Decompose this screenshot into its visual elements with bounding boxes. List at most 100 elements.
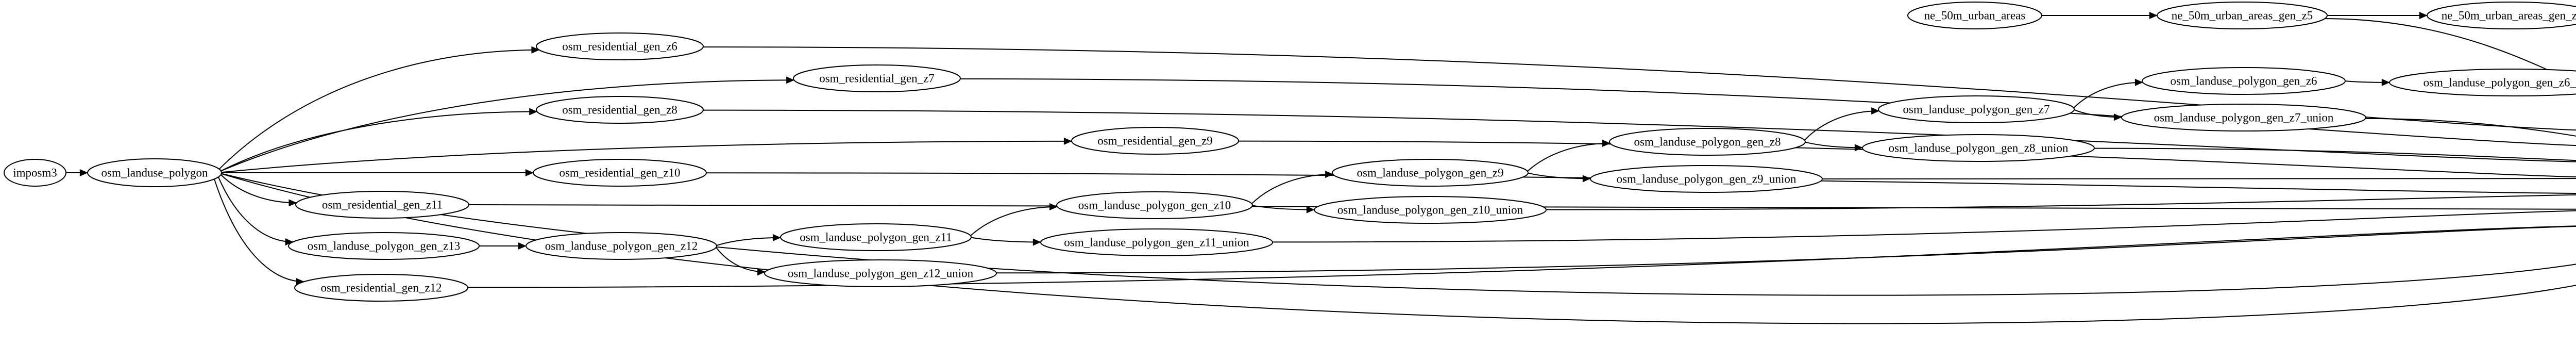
- node-osm_landuse_polygon_gen_z7: osm_landuse_polygon_gen_z7: [1878, 95, 2075, 123]
- node-label-ne_50m_urban_areas_gen_z4: ne_50m_urban_areas_gen_z4: [2442, 9, 2576, 22]
- edge-osm_landuse_polygon--layer_landuse-z13: [221, 173, 2576, 296]
- node-osm_landuse_polygon_gen_z11_union: osm_landuse_polygon_gen_z11_union: [1040, 228, 1273, 256]
- node-osm_residential_gen_z12: osm_residential_gen_z12: [294, 274, 468, 302]
- edge-osm_landuse_polygon_gen_z7--osm_landuse_polygon_gen_z6: [2073, 78, 2143, 108]
- node-label-imposm3: imposm3: [13, 167, 57, 179]
- node-osm_residential_gen_z11: osm_residential_gen_z11: [295, 191, 469, 219]
- node-ellipse-osm_residential_gen_z12: [294, 274, 468, 302]
- edge-osm_residential_gen_z12--layer_landuse-z12: [467, 225, 2576, 288]
- node-ellipse-osm_landuse_polygon_gen_z10_union: [1314, 196, 1547, 224]
- edge-osm_landuse_polygon_gen_z9_union--layer_landuse-z9: [1822, 178, 2576, 179]
- node-ellipse-osm_landuse_polygon_gen_z7: [1878, 95, 2075, 123]
- node-osm_landuse_polygon_gen_z13: osm_landuse_polygon_gen_z13: [288, 232, 480, 260]
- node-ellipse-imposm3: [4, 159, 66, 187]
- node-label-osm_landuse_polygon_gen_z7_union: osm_landuse_polygon_gen_z7_union: [2154, 111, 2334, 124]
- edge-osm_landuse_polygon_gen_z8--osm_landuse_polygon_gen_z7: [1804, 107, 1880, 141]
- node-label-osm_landuse_polygon_gen_z7: osm_landuse_polygon_gen_z7: [1903, 103, 2050, 116]
- node-ellipse-ne_50m_urban_areas_gen_z5: [2157, 2, 2328, 29]
- node-label-osm_landuse_polygon_gen_z9_union: osm_landuse_polygon_gen_z9_union: [1617, 173, 1797, 186]
- node-osm_residential_gen_z10: osm_residential_gen_z10: [533, 159, 707, 187]
- node-ellipse-osm_residential_gen_z10: [533, 159, 707, 187]
- edge-osm_residential_gen_z9--layer_landuse-z9: [1238, 140, 2576, 178]
- node-ne_50m_urban_areas_gen_z4: ne_50m_urban_areas_gen_z4: [2427, 2, 2576, 29]
- edge-osm_landuse_polygon--osm_residential_gen_z8: [221, 108, 538, 172]
- node-osm_landuse_polygon_gen_z8: osm_landuse_polygon_gen_z8: [1609, 128, 1806, 156]
- edge-osm_landuse_polygon--osm_residential_gen_z11: [221, 174, 297, 207]
- node-osm_residential_gen_z6: osm_residential_gen_z6: [536, 32, 704, 60]
- node-ellipse-osm_residential_gen_z11: [295, 191, 469, 219]
- node-osm_landuse_polygon_gen_z11: osm_landuse_polygon_gen_z11: [780, 223, 972, 251]
- edge-osm_landuse_polygon_gen_z9--osm_landuse_polygon_gen_z8: [1527, 139, 1611, 172]
- node-imposm3: imposm3: [4, 159, 66, 187]
- edge-osm_landuse_polygon--osm_residential_gen_z6: [218, 46, 540, 170]
- edge-osm_landuse_polygon_gen_z10_union--layer_landuse-z10: [1546, 194, 2576, 210]
- node-ellipse-osm_landuse_polygon_gen_z8_union: [1862, 134, 2095, 162]
- edge-osm_landuse_polygon_gen_z12--osm_landuse_polygon_gen_z11: [716, 234, 781, 246]
- node-ellipse-ne_50m_urban_areas: [1907, 2, 2042, 29]
- node-ellipse-osm_landuse_polygon_gen_z12: [526, 232, 717, 260]
- node-label-osm_landuse_polygon_gen_z13: osm_landuse_polygon_gen_z13: [308, 240, 460, 253]
- node-osm_landuse_polygon_gen_z9_union: osm_landuse_polygon_gen_z9_union: [1590, 165, 1823, 193]
- node-label-osm_residential_gen_z7: osm_residential_gen_z7: [819, 72, 935, 85]
- edge-osm_landuse_polygon--osm_landuse_polygon_gen_z13: [217, 176, 294, 246]
- node-ellipse-osm_landuse_polygon_gen_z9_union: [1590, 165, 1823, 193]
- edge-osm_landuse_polygon_gen_z12_union--layer_landuse-z12: [996, 225, 2576, 274]
- edge-osm_landuse_polygon_gen_z11_union--layer_landuse-z11: [1272, 210, 2576, 243]
- node-label-osm_residential_gen_z11: osm_residential_gen_z11: [322, 199, 443, 211]
- node-ellipse-osm_landuse_polygon_gen_z11_union: [1040, 228, 1273, 256]
- node-osm_landuse_polygon_gen_z12: osm_landuse_polygon_gen_z12: [526, 232, 717, 260]
- edge-osm_landuse_polygon_gen_z10--osm_landuse_polygon_gen_z9: [1251, 171, 1334, 204]
- edge-osm_landuse_polygon_gen_z6--osm_landuse_polygon_gen_z6_union: [2345, 78, 2390, 86]
- node-ellipse-osm_landuse_polygon_gen_z13: [288, 232, 480, 260]
- edge-osm_landuse_polygon_gen_z8--osm_landuse_polygon_gen_z8_union: [1805, 141, 1863, 152]
- edge-osm_landuse_polygon--osm_residential_gen_z9: [221, 137, 1072, 173]
- node-osm_residential_gen_z7: osm_residential_gen_z7: [793, 64, 961, 92]
- edge-osm_landuse_polygon_gen_z8_union--layer_landuse-z8: [2094, 147, 2576, 161]
- node-ellipse-osm_residential_gen_z7: [793, 64, 961, 92]
- node-label-osm_landuse_polygon_gen_z8: osm_landuse_polygon_gen_z8: [1634, 136, 1781, 149]
- node-ellipse-osm_landuse_polygon_gen_z11: [780, 223, 972, 251]
- edge-osm_landuse_polygon--osm_residential_gen_z12: [214, 178, 304, 286]
- node-ellipse-osm_residential_gen_z8: [536, 96, 704, 124]
- node-osm_residential_gen_z9: osm_residential_gen_z9: [1071, 127, 1239, 155]
- node-label-osm_landuse_polygon_gen_z8_union: osm_landuse_polygon_gen_z8_union: [1889, 142, 2069, 155]
- node-label-ne_50m_urban_areas_gen_z5: ne_50m_urban_areas_gen_z5: [2172, 9, 2313, 22]
- node-label-osm_landuse_polygon_gen_z12: osm_landuse_polygon_gen_z12: [545, 240, 698, 253]
- node-ellipse-osm_landuse_polygon_gen_z9: [1332, 159, 1529, 187]
- node-label-ne_50m_urban_areas: ne_50m_urban_areas: [1924, 9, 2026, 22]
- node-ellipse-osm_residential_gen_z6: [536, 32, 704, 60]
- node-osm_landuse_polygon_gen_z10: osm_landuse_polygon_gen_z10: [1056, 191, 1253, 219]
- node-label-osm_landuse_polygon_gen_z11_union: osm_landuse_polygon_gen_z11_union: [1064, 236, 1249, 249]
- node-label-osm_landuse_polygon_gen_z6: osm_landuse_polygon_gen_z6: [2171, 75, 2317, 88]
- node-label-osm_landuse_polygon_gen_z10: osm_landuse_polygon_gen_z10: [1078, 199, 1231, 212]
- node-label-osm_landuse_polygon_gen_z11: osm_landuse_polygon_gen_z11: [800, 231, 952, 244]
- node-label-osm_landuse_polygon_gen_z10_union: osm_landuse_polygon_gen_z10_union: [1337, 204, 1523, 217]
- node-ellipse-ne_50m_urban_areas_gen_z4: [2427, 2, 2576, 29]
- edge-osm_landuse_polygon_gen_z7--osm_landuse_polygon_gen_z7_union: [2074, 109, 2122, 121]
- node-ellipse-osm_landuse_polygon_gen_z8: [1609, 128, 1806, 156]
- node-label-osm_residential_gen_z6: osm_residential_gen_z6: [562, 40, 677, 53]
- node-label-osm_landuse_polygon_gen_z12_union: osm_landuse_polygon_gen_z12_union: [788, 267, 974, 280]
- node-label-osm_residential_gen_z8: osm_residential_gen_z8: [562, 104, 677, 117]
- node-osm_landuse_polygon_gen_z10_union: osm_landuse_polygon_gen_z10_union: [1314, 196, 1547, 224]
- node-label-osm_residential_gen_z10: osm_residential_gen_z10: [559, 167, 680, 179]
- node-osm_landuse_polygon_gen_z6: osm_landuse_polygon_gen_z6: [2142, 67, 2346, 95]
- node-ellipse-osm_landuse_polygon_gen_z10: [1056, 191, 1253, 219]
- node-osm_landuse_polygon_gen_z9: osm_landuse_polygon_gen_z9: [1332, 159, 1529, 187]
- node-label-osm_residential_gen_z12: osm_residential_gen_z12: [320, 282, 442, 294]
- edges-layer: [66, 11, 2576, 324]
- node-ellipse-osm_residential_gen_z9: [1071, 127, 1239, 155]
- node-label-osm_landuse_polygon_gen_z9: osm_landuse_polygon_gen_z9: [1357, 167, 1504, 179]
- node-ellipse-osm_landuse_polygon_gen_z12_union: [764, 259, 997, 287]
- edge-ne_50m_urban_areas_gen_z5--layer_landuse-z5: [2325, 18, 2576, 84]
- edge-osm_landuse_polygon_gen_z11--osm_landuse_polygon_gen_z10: [970, 203, 1058, 236]
- edge-osm_landuse_polygon--osm_residential_gen_z7: [221, 76, 795, 172]
- node-osm_landuse_polygon: osm_landuse_polygon: [87, 158, 222, 187]
- node-osm_landuse_polygon_gen_z6_union: osm_landuse_polygon_gen_z6_union: [2389, 69, 2576, 96]
- nodes-layer: imposm3 osm_landuse_polygon osm_residentia…: [4, 2, 2576, 302]
- node-ellipse-osm_landuse_polygon_gen_z7_union: [2121, 104, 2366, 131]
- node-osm_landuse_polygon_gen_z7_union: osm_landuse_polygon_gen_z7_union: [2121, 104, 2366, 131]
- edge-osm_landuse_polygon_gen_z7_union--layer_landuse-z7: [2365, 118, 2576, 137]
